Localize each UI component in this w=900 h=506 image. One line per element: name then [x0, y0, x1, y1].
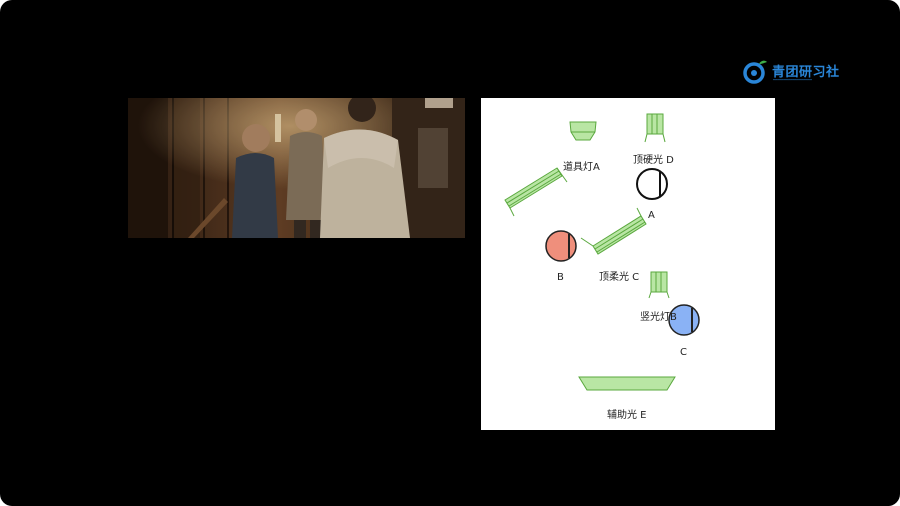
fill-light-e-icon [578, 376, 676, 391]
film-still [128, 98, 465, 238]
left-soft-panel-icon [504, 167, 568, 217]
film-still-image [128, 98, 465, 238]
label-actor-c: C [680, 347, 687, 358]
label-actor-a: A [648, 210, 655, 221]
label-top-hard-light-d: 顶硬光 D [633, 155, 674, 166]
side-light-b-icon [648, 271, 670, 299]
brand-logo: 青团研习社 ━━━━━━━━━━━━━━━━━━ [742, 57, 852, 87]
logo-ring-icon [743, 60, 767, 84]
label-actor-b: B [557, 272, 564, 283]
label-fill-light-e: 辅助光 E [607, 410, 647, 421]
top-hard-light-d-icon [644, 113, 666, 143]
lighting-diagram: 道具灯A 顶硬光 D A B 顶柔光 C 竖光灯B C 辅助光 E [481, 98, 775, 430]
actor-a-marker [636, 168, 668, 200]
label-side-light-b: 竖光灯B [640, 312, 677, 323]
logo-subtext: ━━━━━━━━━━━━━━━━━━ [773, 78, 812, 82]
actor-c-marker [668, 304, 700, 336]
prop-light-a-icon [569, 121, 597, 141]
top-soft-light-c-icon [580, 207, 647, 255]
label-prop-light-a: 道具灯A [563, 162, 600, 173]
lighting-diagram-canvas [504, 113, 700, 391]
actor-b-marker [545, 230, 577, 262]
label-top-soft-light-c: 顶柔光 C [599, 272, 640, 283]
logo-text: 青团研习社 [772, 65, 840, 80]
